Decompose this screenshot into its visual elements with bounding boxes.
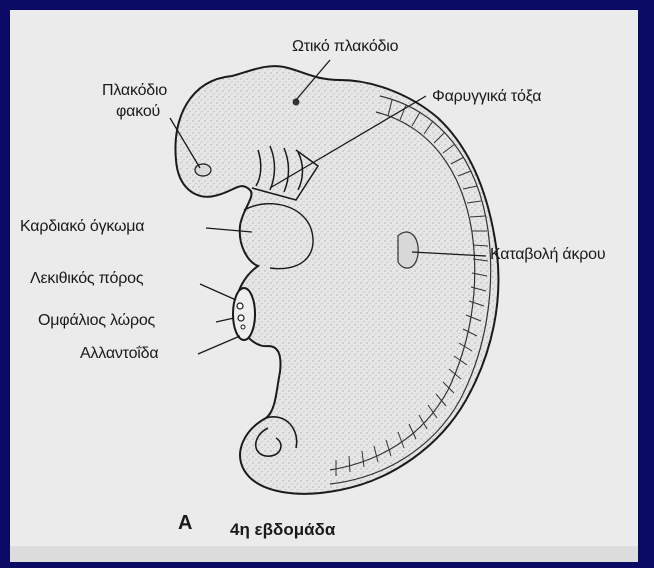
leader-allantois [198, 336, 240, 354]
label-yolk-duct: Λεκιθικός πόρος [30, 270, 143, 288]
figure-caption: 4η εβδομάδα [230, 520, 335, 540]
panel-letter: A [178, 512, 192, 535]
label-pharyngeal-arches: Φαρυγγικά τόξα [432, 88, 541, 106]
label-lens-placode-line2: φακού [116, 103, 160, 121]
label-cardiac-bulge: Καρδιακό όγκωμα [20, 218, 144, 236]
label-umbilical-cord: Ομφάλιος λώρος [38, 312, 155, 330]
label-otic-placode: Ωτικό πλακόδιο [292, 38, 398, 56]
label-allantois: Αλλαντοΐδα [80, 345, 158, 363]
label-limb-bud: Καταβολή άκρου [490, 246, 605, 264]
limb-bud-shape [398, 232, 418, 268]
umbilical-stump [233, 288, 255, 340]
label-lens-placode-line1: Πλακόδιο [102, 82, 167, 100]
embryo-body [175, 66, 498, 494]
leader-umbilical-cord [216, 318, 234, 322]
leader-yolk-duct [200, 284, 236, 300]
lens-placode-shape [195, 164, 211, 176]
